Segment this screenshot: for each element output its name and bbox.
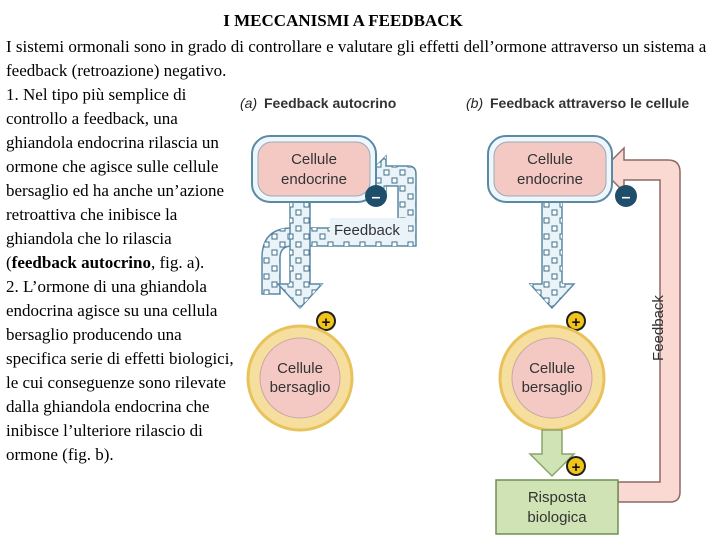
panel-a-title: Feedback autocrino (264, 95, 396, 111)
panel-b-plus2: + (572, 459, 581, 476)
panel-b-feedback-label: Feedback (650, 295, 667, 361)
panel-a-target-line2: bersaglio (270, 379, 331, 396)
panel-a-minus: – (372, 189, 381, 206)
panel-b: (b) Feedback attraverso le cellule Feedb… (466, 95, 689, 535)
panel-a-endocrine-line2: endocrine (281, 171, 347, 188)
paragraph-autocrine: 1. Nel tipo più semplice di controllo a … (6, 83, 238, 275)
panel-b-response-line1: Risposta (528, 489, 587, 506)
panel-a: (a) Feedback autocrino Feedback Cellule … (240, 95, 417, 432)
response-arrow (528, 429, 576, 478)
minus-icon-a (365, 185, 387, 207)
panel-b-letter: (b) (466, 95, 483, 111)
paragraph-cell-feedback: 2. L’ormone di una ghiandola endocrina a… (6, 277, 234, 464)
panel-b-plus1: + (572, 314, 581, 331)
panel-b-endocrine-line1: Cellule (527, 151, 573, 168)
explanation-column: 1. Nel tipo più semplice di controllo a … (6, 83, 238, 467)
panel-a-target-line1: Cellule (277, 360, 323, 377)
minus-icon-b (615, 185, 637, 207)
paragraph-autocrine-text: 1. Nel tipo più semplice di controllo a … (6, 85, 225, 272)
panel-b-minus: – (622, 189, 631, 206)
autocrine-term: feedback autocrino (11, 253, 151, 272)
panel-a-feedback-label: Feedback (334, 222, 400, 239)
cell-feedback-arrow (600, 146, 681, 503)
panel-a-plus: + (322, 314, 331, 331)
panel-b-title: Feedback attraverso le cellule (490, 95, 689, 111)
panel-a-letter: (a) (240, 95, 257, 111)
intro-text: I sistemi ormonali sono in grado di cont… (6, 37, 707, 80)
biological-response-box (495, 479, 619, 535)
feedback-label-bg (330, 218, 408, 240)
paragraph-autocrine-end: , fig. a). (150, 253, 205, 272)
panel-b-target-line2: bersaglio (522, 379, 583, 396)
feedback-diagram: (a) Feedback autocrino Feedback Cellule … (240, 95, 689, 535)
page-title: I MECCANISMI A FEEDBACK (223, 11, 463, 30)
panel-b-response-line2: biologica (527, 509, 587, 526)
panel-b-endocrine-line2: endocrine (517, 171, 583, 188)
panel-b-target-line1: Cellule (529, 360, 575, 377)
panel-a-endocrine-line1: Cellule (291, 151, 337, 168)
